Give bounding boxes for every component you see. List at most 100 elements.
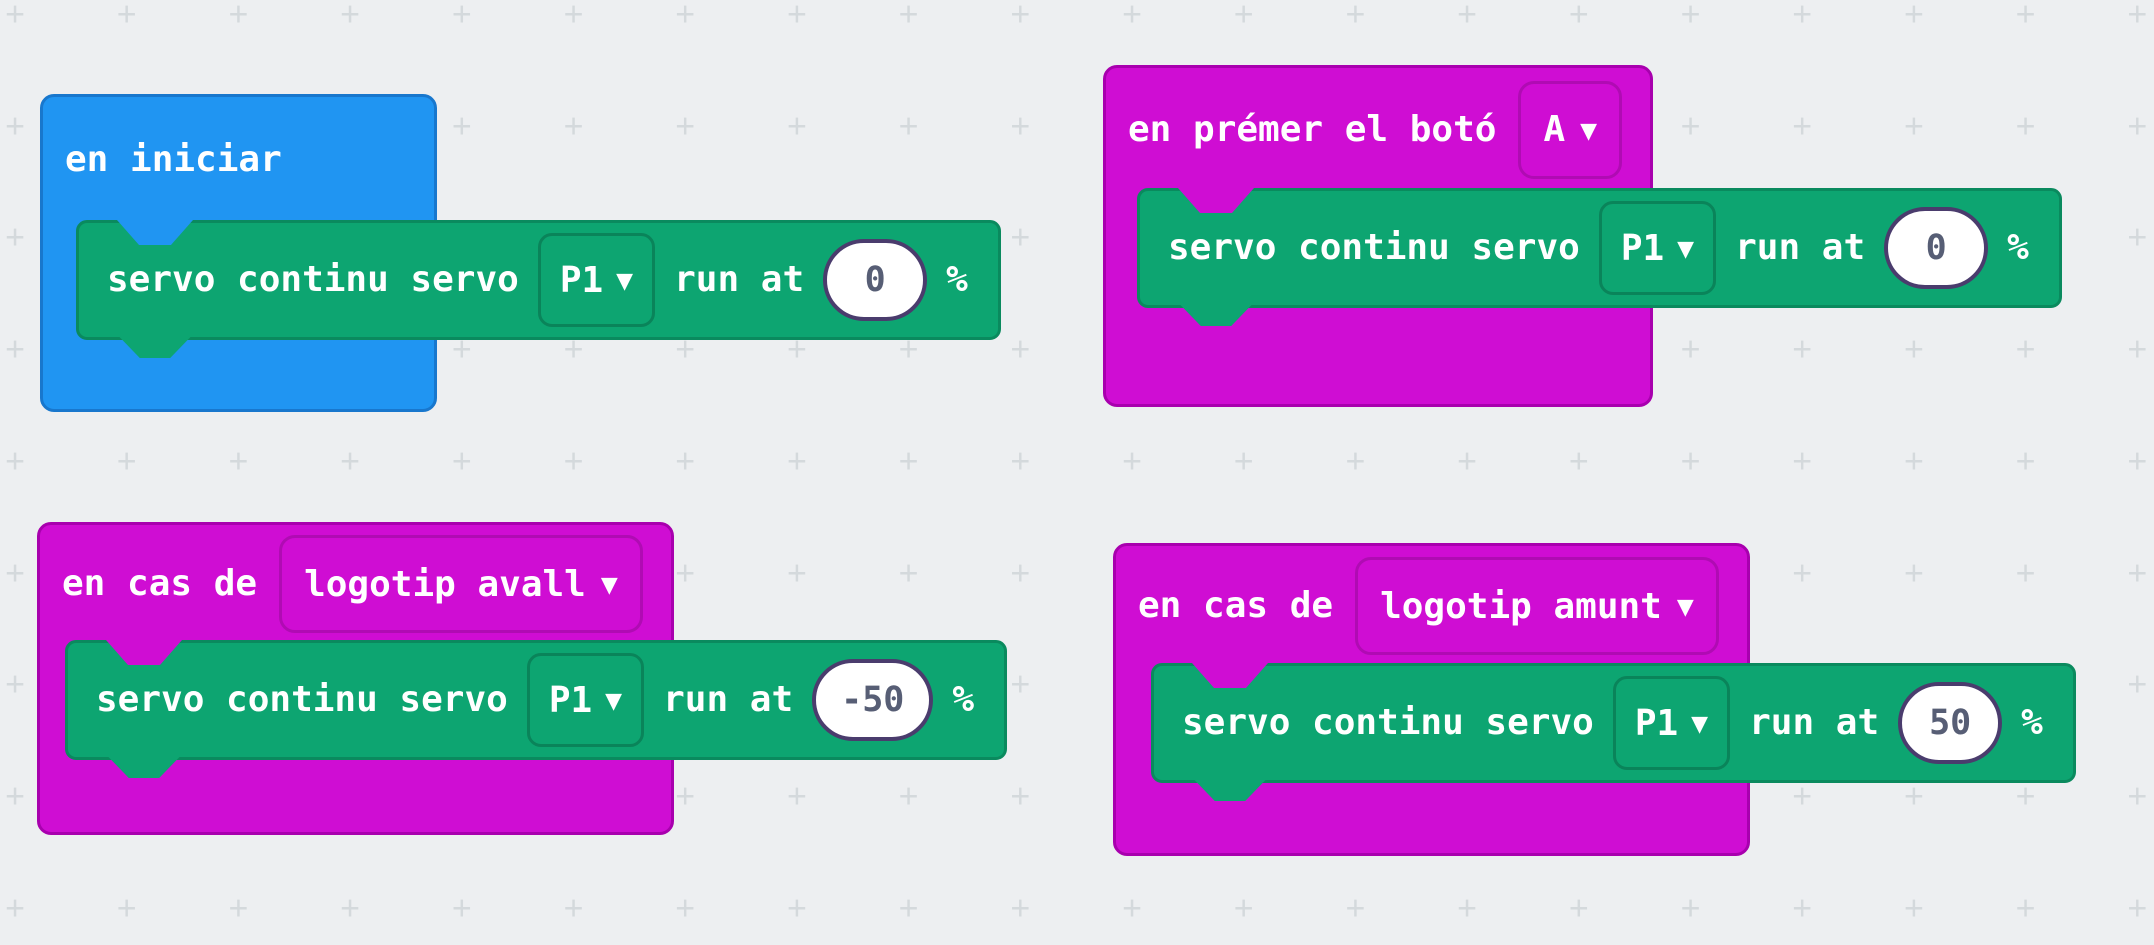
- grid-plus-mark: +: [451, 107, 472, 146]
- block-bump: [1193, 779, 1267, 801]
- servo-pin-dropdown[interactable]: P1 ▼: [1612, 676, 1731, 770]
- grid-plus-mark: +: [1345, 0, 1366, 34]
- pin-dropdown-value: P1: [1620, 227, 1665, 269]
- grid-plus-mark: +: [1010, 0, 1031, 34]
- run-at-label: run at: [1735, 227, 1866, 268]
- servo-block-label: servo continu servo: [1168, 227, 1580, 268]
- grid-plus-mark: +: [228, 889, 249, 928]
- grid-plus-mark: +: [1345, 442, 1366, 481]
- servo-block-label: servo continu servo: [1182, 702, 1594, 743]
- on-gesture-label: en cas de: [1138, 585, 1334, 626]
- servo-pin-dropdown[interactable]: P1 ▼: [537, 233, 656, 327]
- on-button-label: en prémer el botó: [1128, 108, 1497, 150]
- block-notch: [1192, 663, 1268, 688]
- grid-plus-mark: +: [1010, 554, 1031, 592]
- chevron-down-icon: ▼: [1580, 118, 1598, 144]
- on-button-pressed-stack[interactable]: en prémer el botó A ▼ servo continu serv…: [1103, 65, 2062, 407]
- grid-plus-mark: +: [1457, 442, 1478, 481]
- grid-plus-mark: +: [1010, 218, 1031, 257]
- grid-plus-mark: +: [1233, 442, 1254, 481]
- on-start-label: en iniciar: [65, 139, 282, 180]
- servo-run-block[interactable]: servo continu servo P1 ▼ run at -50 %: [65, 640, 1008, 778]
- on-gesture-logo-up-stack[interactable]: en cas de logotip amunt ▼ servo continu …: [1113, 543, 2076, 856]
- grid-plus-mark: +: [1010, 442, 1031, 481]
- grid-plus-mark: +: [2015, 554, 2036, 592]
- grid-plus-mark: +: [563, 330, 584, 369]
- grid-plus-mark: +: [898, 554, 919, 592]
- servo-pin-dropdown[interactable]: P1 ▼: [526, 653, 645, 747]
- chevron-down-icon: ▼: [600, 573, 618, 598]
- grid-plus-mark: +: [340, 889, 361, 928]
- grid-plus-mark: +: [1010, 330, 1031, 369]
- grid-plus-mark: +: [786, 0, 807, 34]
- servo-pin-dropdown[interactable]: P1 ▼: [1598, 201, 1717, 295]
- grid-plus-mark: +: [5, 665, 25, 704]
- grid-plus-mark: +: [898, 330, 919, 369]
- grid-plus-mark: +: [1122, 889, 1142, 928]
- servo-run-block[interactable]: servo continu servo P1 ▼ run at 0 %: [76, 220, 1001, 358]
- grid-plus-mark: +: [563, 889, 584, 928]
- run-at-label: run at: [1749, 702, 1880, 743]
- grid-plus-mark: +: [675, 0, 696, 34]
- grid-plus-mark: +: [563, 0, 584, 34]
- grid-plus-mark: +: [1457, 0, 1478, 34]
- grid-plus-mark: +: [5, 0, 25, 34]
- block-bump: [118, 336, 192, 358]
- servo-run-block[interactable]: servo continu servo P1 ▼ run at 50 %: [1151, 663, 2076, 801]
- grid-plus-mark: +: [1233, 889, 1254, 928]
- grid-plus-mark: +: [786, 889, 807, 928]
- grid-plus-mark: +: [1680, 0, 1701, 34]
- grid-plus-mark: +: [1568, 0, 1589, 34]
- grid-plus-mark: +: [1233, 0, 1254, 34]
- grid-plus-mark: +: [1903, 889, 1924, 928]
- speed-value-field[interactable]: -50: [812, 659, 934, 741]
- chevron-down-icon: ▼: [1677, 237, 1695, 262]
- grid-plus-mark: +: [675, 554, 696, 592]
- grid-plus-mark: +: [786, 554, 807, 592]
- grid-plus-mark: +: [675, 889, 696, 928]
- grid-plus-mark: +: [1680, 330, 1701, 369]
- servo-block-label: servo continu servo: [96, 679, 508, 720]
- grid-plus-mark: +: [675, 442, 696, 481]
- grid-plus-mark: +: [1010, 107, 1031, 146]
- grid-plus-mark: +: [451, 889, 472, 928]
- speed-value-field[interactable]: 50: [1898, 682, 2003, 764]
- grid-plus-mark: +: [451, 0, 472, 34]
- grid-plus-mark: +: [898, 889, 919, 928]
- on-start-stack[interactable]: en iniciar servo continu servo P1 ▼ run …: [40, 94, 1001, 412]
- servo-run-block[interactable]: servo continu servo P1 ▼ run at 0 %: [1137, 188, 2062, 326]
- grid-plus-mark: +: [1568, 889, 1589, 928]
- block-bump: [107, 756, 181, 778]
- pin-dropdown-value: P1: [1634, 702, 1679, 744]
- grid-plus-mark: +: [2127, 889, 2148, 928]
- grid-plus-mark: +: [1568, 442, 1589, 481]
- run-at-label: run at: [663, 679, 794, 720]
- percent-label: %: [2007, 227, 2029, 268]
- button-dropdown[interactable]: A ▼: [1518, 80, 1623, 179]
- on-gesture-label: en cas de: [62, 563, 258, 604]
- block-notch: [106, 640, 182, 665]
- grid-plus-mark: +: [2127, 107, 2148, 146]
- on-gesture-logo-down-stack[interactable]: en cas de logotip avall ▼ servo continu …: [37, 522, 1008, 835]
- run-at-label: run at: [674, 259, 805, 300]
- grid-plus-mark: +: [2127, 442, 2148, 481]
- grid-plus-mark: +: [340, 442, 361, 481]
- speed-value-field[interactable]: 0: [1884, 207, 1989, 289]
- grid-plus-mark: +: [5, 777, 25, 816]
- grid-plus-mark: +: [1903, 777, 1924, 816]
- grid-plus-mark: +: [5, 218, 25, 257]
- grid-plus-mark: +: [1010, 665, 1031, 704]
- grid-plus-mark: +: [1903, 107, 1924, 146]
- gesture-dropdown[interactable]: logotip avall ▼: [279, 535, 643, 633]
- grid-plus-mark: +: [563, 107, 584, 146]
- speed-value-field[interactable]: 0: [823, 239, 928, 321]
- grid-plus-mark: +: [563, 442, 584, 481]
- grid-plus-mark: +: [898, 777, 919, 816]
- chevron-down-icon: ▼: [616, 269, 634, 294]
- gesture-dropdown[interactable]: logotip amunt ▼: [1355, 557, 1719, 655]
- grid-plus-mark: +: [228, 442, 249, 481]
- grid-plus-mark: +: [5, 554, 25, 592]
- grid-plus-mark: +: [1457, 889, 1478, 928]
- grid-plus-mark: +: [5, 889, 25, 928]
